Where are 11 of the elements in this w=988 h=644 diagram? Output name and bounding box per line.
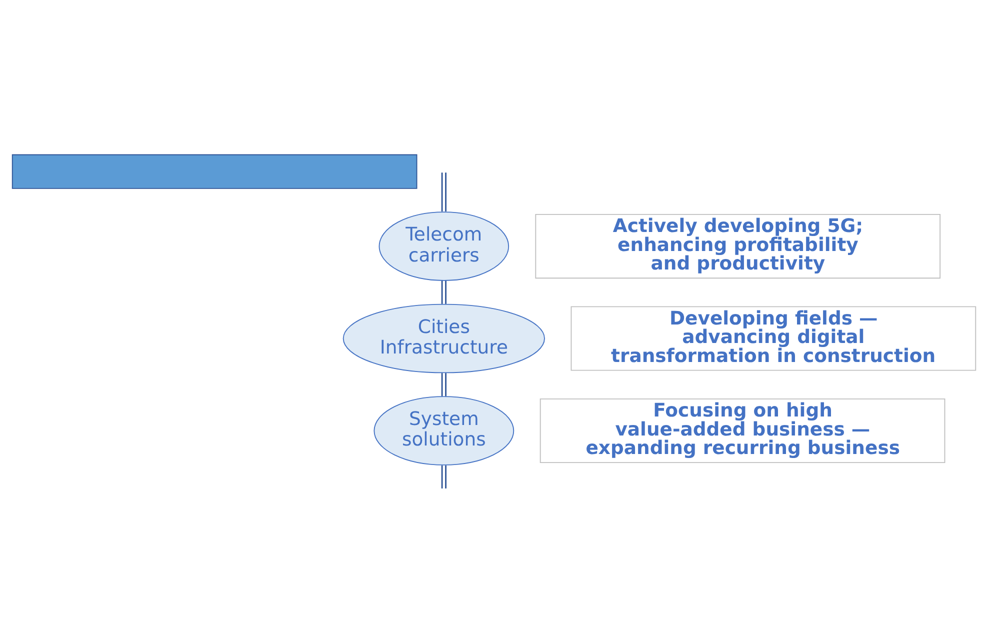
connector — [441, 373, 446, 396]
node-ellipse: System solutions — [374, 396, 514, 466]
connector — [441, 465, 446, 488]
node-ellipse: Cities Infrastructure — [342, 304, 545, 374]
connector — [441, 280, 446, 304]
connector — [441, 172, 446, 212]
node-box — [12, 154, 418, 189]
node-box: Developing fields — advancing digital transformation in construction — [570, 306, 976, 371]
node-box: Actively developing 5G; enhancing profitability and productivity — [535, 214, 941, 279]
node-ellipse: Telecom carriers — [378, 212, 510, 281]
node-box: Focusing on high value-added business — expanding recurring business — [540, 398, 946, 464]
